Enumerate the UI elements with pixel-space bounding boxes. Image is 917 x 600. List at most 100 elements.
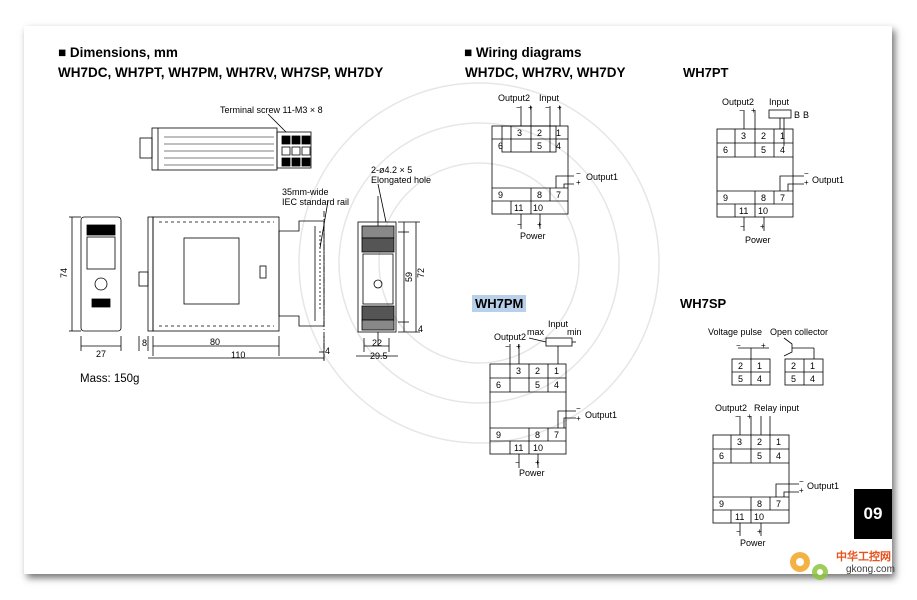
wh7dc-t9: 9	[498, 190, 504, 200]
dim-29-5: 29.5	[370, 351, 388, 361]
wh7sp-t4: 4	[776, 451, 782, 461]
wh7dc-o2-plus: +	[528, 103, 533, 112]
wh7pt-pw-plus: +	[760, 222, 765, 231]
mass-label: Mass: 150g	[80, 373, 140, 385]
side-view-drawing	[138, 200, 329, 361]
wh7sp-vp-minus: −	[736, 341, 741, 350]
wh7sp-out1-plus: +	[799, 486, 804, 495]
wh7sp-voltage-pulse: Voltage pulse	[708, 327, 763, 337]
wiring-diagram-wh7pm	[489, 337, 576, 468]
wh7pt-t5: 5	[761, 145, 767, 155]
wh7pm-t11: 11	[514, 443, 524, 453]
wh7sp-t7: 7	[776, 499, 782, 509]
wh7pm-t8: 8	[535, 430, 541, 440]
wh7pt-t3: 3	[741, 131, 747, 141]
rail-label-line1: 35mm-wide	[282, 187, 329, 197]
page-number-tab: 09	[854, 489, 892, 539]
wh7sp-vp-t4: 4	[757, 374, 763, 384]
wh7pm-output2: Output2	[494, 332, 527, 342]
wh7pt-t2: 2	[761, 131, 767, 141]
wh7pt-power: Power	[745, 235, 771, 245]
wh7sp-t5: 5	[757, 451, 763, 461]
wh7pt-t7: 7	[780, 193, 786, 203]
dim-59: 59	[404, 271, 415, 283]
wh7sp-oc-t5: 5	[791, 374, 797, 384]
wh7sp-relay-input: Relay input	[754, 403, 800, 413]
catalog-page: ■ Dimensions, mm WH7DC, WH7PT, WH7PM, WH…	[24, 26, 892, 574]
wh7pt-t8: 8	[761, 193, 767, 203]
wh7dc-pw-plus: +	[537, 220, 542, 229]
wh7pm-out1-plus: +	[576, 414, 581, 423]
wh7pt-out1-minus: −	[804, 169, 809, 178]
wh7sp-title: WH7SP	[680, 296, 727, 311]
wh7pt-t4: 4	[780, 145, 786, 155]
hole-label-line2: Elongated hole	[371, 175, 432, 185]
dim-72: 72	[416, 267, 427, 279]
terminal-screw-label: Terminal screw 11-M3 × 8	[220, 105, 323, 115]
wh7pm-power: Power	[519, 468, 545, 478]
wh7pt-t1: 1	[780, 131, 786, 141]
rail-label-line2: IEC standard rail	[282, 197, 350, 207]
wh7sp-t11: 11	[735, 512, 745, 522]
wh7pm-min: min	[567, 327, 582, 337]
wh7dc-in-minus: −	[545, 103, 550, 112]
wiring-diagram-wh7pt	[716, 109, 804, 231]
wiring-heading: ■ Wiring diagrams	[464, 45, 582, 60]
wh7pm-output1: Output1	[585, 410, 618, 420]
wh7dc-t11: 11	[514, 203, 524, 213]
wh7dc-o2-minus: −	[516, 103, 521, 112]
wh7dc-t10: 10	[533, 203, 544, 213]
wh7pm-pw-plus: +	[535, 458, 540, 467]
wh7pm-t10: 10	[533, 443, 544, 453]
wh7pm-title: WH7PM	[472, 295, 527, 312]
wh7pm-t2: 2	[535, 366, 541, 376]
wh7pm-o2-plus: +	[516, 342, 521, 351]
dimensions-heading-text: Dimensions, mm	[69, 45, 178, 60]
wiring-heading-text: Wiring diagrams	[475, 45, 582, 60]
wh7dc-pw-minus: −	[517, 220, 522, 229]
wh7pm-t1: 1	[554, 366, 560, 376]
dim-80: 80	[210, 337, 221, 347]
wh7pt-output2: Output2	[722, 97, 755, 107]
dimensions-heading: ■ Dimensions, mm	[58, 45, 178, 60]
wh7pt-input: Input	[769, 97, 790, 107]
wh7pm-t7: 7	[554, 430, 560, 440]
wh7pm-out1-minus: −	[576, 404, 581, 413]
wh7pt-t6: 6	[723, 145, 729, 155]
wh7dc-t5: 5	[537, 141, 543, 151]
wh7dc-t1: 1	[556, 128, 562, 138]
wh7pt-b2: B	[803, 110, 810, 120]
wh7sp-pw-minus: −	[736, 527, 741, 536]
wh7dc-t6: 6	[498, 141, 504, 151]
background-rings	[298, 82, 660, 444]
wh7pt-out1-plus: +	[804, 178, 809, 187]
wh7dc-output1: Output1	[586, 172, 619, 182]
wh7dc-input: Input	[539, 93, 560, 103]
wh7sp-vp-t2: 2	[738, 361, 744, 371]
wh7dc-t2: 2	[537, 128, 543, 138]
watermark-url-text: gkong.com	[846, 564, 895, 575]
dim-110: 110	[231, 350, 246, 360]
wh7pm-t4: 4	[554, 380, 560, 390]
wh7dc-t4: 4	[556, 141, 562, 151]
top-view-drawing	[139, 113, 312, 171]
wh7dc-power: Power	[520, 231, 546, 241]
wh7dc-in-plus: +	[557, 103, 562, 112]
gkong-watermark-icon	[790, 552, 828, 580]
socket-view-drawing	[356, 183, 420, 357]
wh7sp-t6: 6	[719, 451, 725, 461]
wh7sp-vp-t1: 1	[757, 361, 763, 371]
wh7pt-t9: 9	[723, 193, 729, 203]
wh7pm-max: max	[527, 327, 545, 337]
wh7sp-t2: 2	[757, 437, 763, 447]
wh7pm-title-text: WH7PM	[472, 295, 527, 312]
wiring-diagram-wh7sp	[712, 337, 824, 536]
wh7sp-o2-minus: −	[735, 412, 740, 421]
wh7pm-pw-minus: −	[515, 458, 520, 467]
front-view-drawing	[69, 216, 122, 351]
dim-4-socket: 4	[418, 324, 424, 334]
dim-74: 74	[59, 267, 70, 279]
wh7pt-pw-minus: −	[740, 222, 745, 231]
wh7pt-t11: 11	[739, 206, 749, 216]
wh7sp-vp-plus: +	[761, 341, 766, 350]
